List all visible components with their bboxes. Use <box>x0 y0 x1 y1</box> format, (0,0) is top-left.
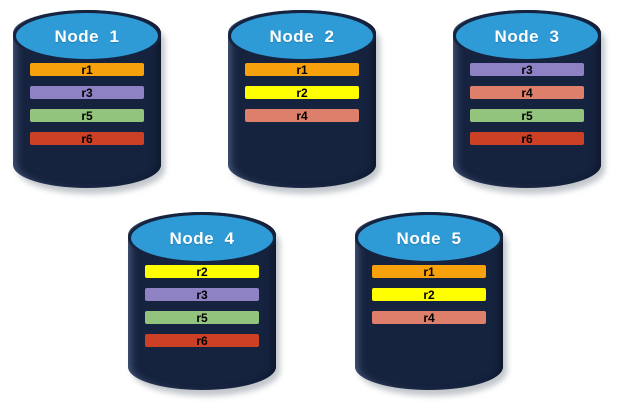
partition-list: r2 r3 r5 r6 <box>144 264 260 348</box>
partition-bar-r3[interactable]: r3 <box>29 85 145 100</box>
node-label: Node 4 <box>169 228 235 248</box>
node-label: Node 2 <box>269 26 335 46</box>
partition-bar-r6[interactable]: r6 <box>144 333 260 348</box>
node-cylinder-top: Node 3 <box>453 10 601 62</box>
partition-label: r4 <box>521 85 533 100</box>
partition-label: r4 <box>423 310 435 325</box>
partition-bar-r2[interactable]: r2 <box>244 85 360 100</box>
partition-bar-r3[interactable]: r3 <box>469 62 585 77</box>
partition-label: r3 <box>81 85 93 100</box>
node-cylinder-top: Node 1 <box>13 10 161 62</box>
partition-bar-r6[interactable]: r6 <box>469 131 585 146</box>
partition-label: r3 <box>196 287 208 302</box>
database-node[interactable]: Node 1 r1 r3 r5 r6 <box>13 10 165 194</box>
partition-bar-r1[interactable]: r1 <box>371 264 487 279</box>
partition-bar-r5[interactable]: r5 <box>469 108 585 123</box>
partition-bar-r5[interactable]: r5 <box>29 108 145 123</box>
partition-label: r1 <box>81 62 93 77</box>
database-node[interactable]: Node 5 r1 r2 r4 <box>355 212 507 396</box>
partition-label: r2 <box>196 264 208 279</box>
partition-label: r2 <box>423 287 435 302</box>
partition-bar-r3[interactable]: r3 <box>144 287 260 302</box>
partition-bar-r2[interactable]: r2 <box>371 287 487 302</box>
partition-label: r5 <box>521 108 533 123</box>
partition-label: r5 <box>196 310 208 325</box>
partition-bar-r1[interactable]: r1 <box>29 62 145 77</box>
partition-label: r5 <box>81 108 93 123</box>
node-label: Node 5 <box>396 228 462 248</box>
database-node[interactable]: Node 2 r1 r2 r4 <box>228 10 380 194</box>
partition-label: r6 <box>81 131 93 146</box>
partition-label: r4 <box>296 108 308 123</box>
partition-label: r6 <box>521 131 533 146</box>
partition-label: r6 <box>196 333 208 348</box>
database-node[interactable]: Node 3 r3 r4 r5 r6 <box>453 10 605 194</box>
partition-bar-r1[interactable]: r1 <box>244 62 360 77</box>
partition-bar-r4[interactable]: r4 <box>469 85 585 100</box>
partition-list: r1 r3 r5 r6 <box>29 62 145 146</box>
partition-bar-r4[interactable]: r4 <box>244 108 360 123</box>
partition-list: r3 r4 r5 r6 <box>469 62 585 146</box>
database-node[interactable]: Node 4 r2 r3 r5 r6 <box>128 212 280 396</box>
partition-list: r1 r2 r4 <box>371 264 487 325</box>
partition-label: r1 <box>296 62 308 77</box>
partition-bar-r2[interactable]: r2 <box>144 264 260 279</box>
partition-bar-r5[interactable]: r5 <box>144 310 260 325</box>
partition-label: r1 <box>423 264 435 279</box>
partition-label: r3 <box>521 62 533 77</box>
partition-label: r2 <box>296 85 308 100</box>
partition-bar-r6[interactable]: r6 <box>29 131 145 146</box>
partition-bar-r4[interactable]: r4 <box>371 310 487 325</box>
node-label: Node 1 <box>54 26 120 46</box>
node-cylinder-top: Node 4 <box>128 212 276 264</box>
node-label: Node 3 <box>494 26 560 46</box>
node-cylinder-top: Node 5 <box>355 212 503 264</box>
partition-list: r1 r2 r4 <box>244 62 360 123</box>
node-cylinder-top: Node 2 <box>228 10 376 62</box>
